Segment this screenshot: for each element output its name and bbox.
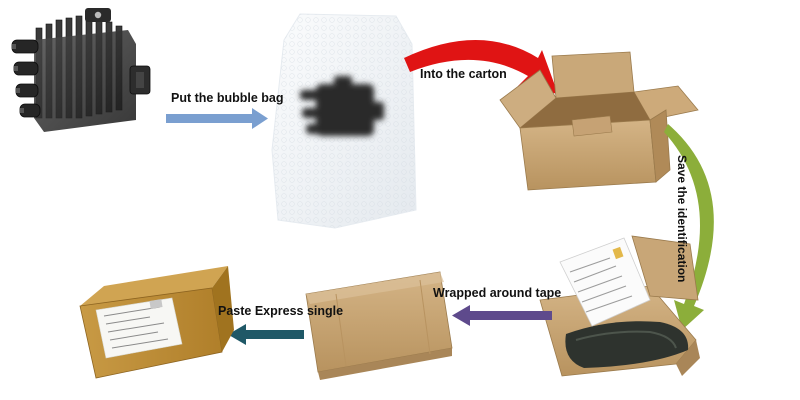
arrow-into-carton: [404, 40, 558, 94]
taped-box-icon: [305, 271, 453, 380]
labeled-box-icon: [79, 266, 234, 379]
open-carton-icon: [499, 51, 699, 191]
arrow-save-identification: [664, 124, 714, 330]
bubble-bag-icon: [271, 13, 417, 229]
step-label-save-identification: Save the identification: [675, 155, 689, 283]
step-label-into-carton: Into the carton: [420, 67, 507, 81]
packed-box-icon: [539, 235, 700, 377]
step-label-paste-express: Paste Express single: [218, 304, 344, 318]
arrow-paste-express: [228, 324, 304, 345]
step-label-bubble-bag: Put the bubble bag: [171, 91, 284, 105]
arrow-wrapped-tape: [452, 305, 552, 326]
ignition-coil-icon: [11, 8, 151, 132]
step-label-wrapped-tape: Wrapped around tape: [433, 286, 562, 300]
arrow-to-bubble-bag: [166, 108, 268, 129]
